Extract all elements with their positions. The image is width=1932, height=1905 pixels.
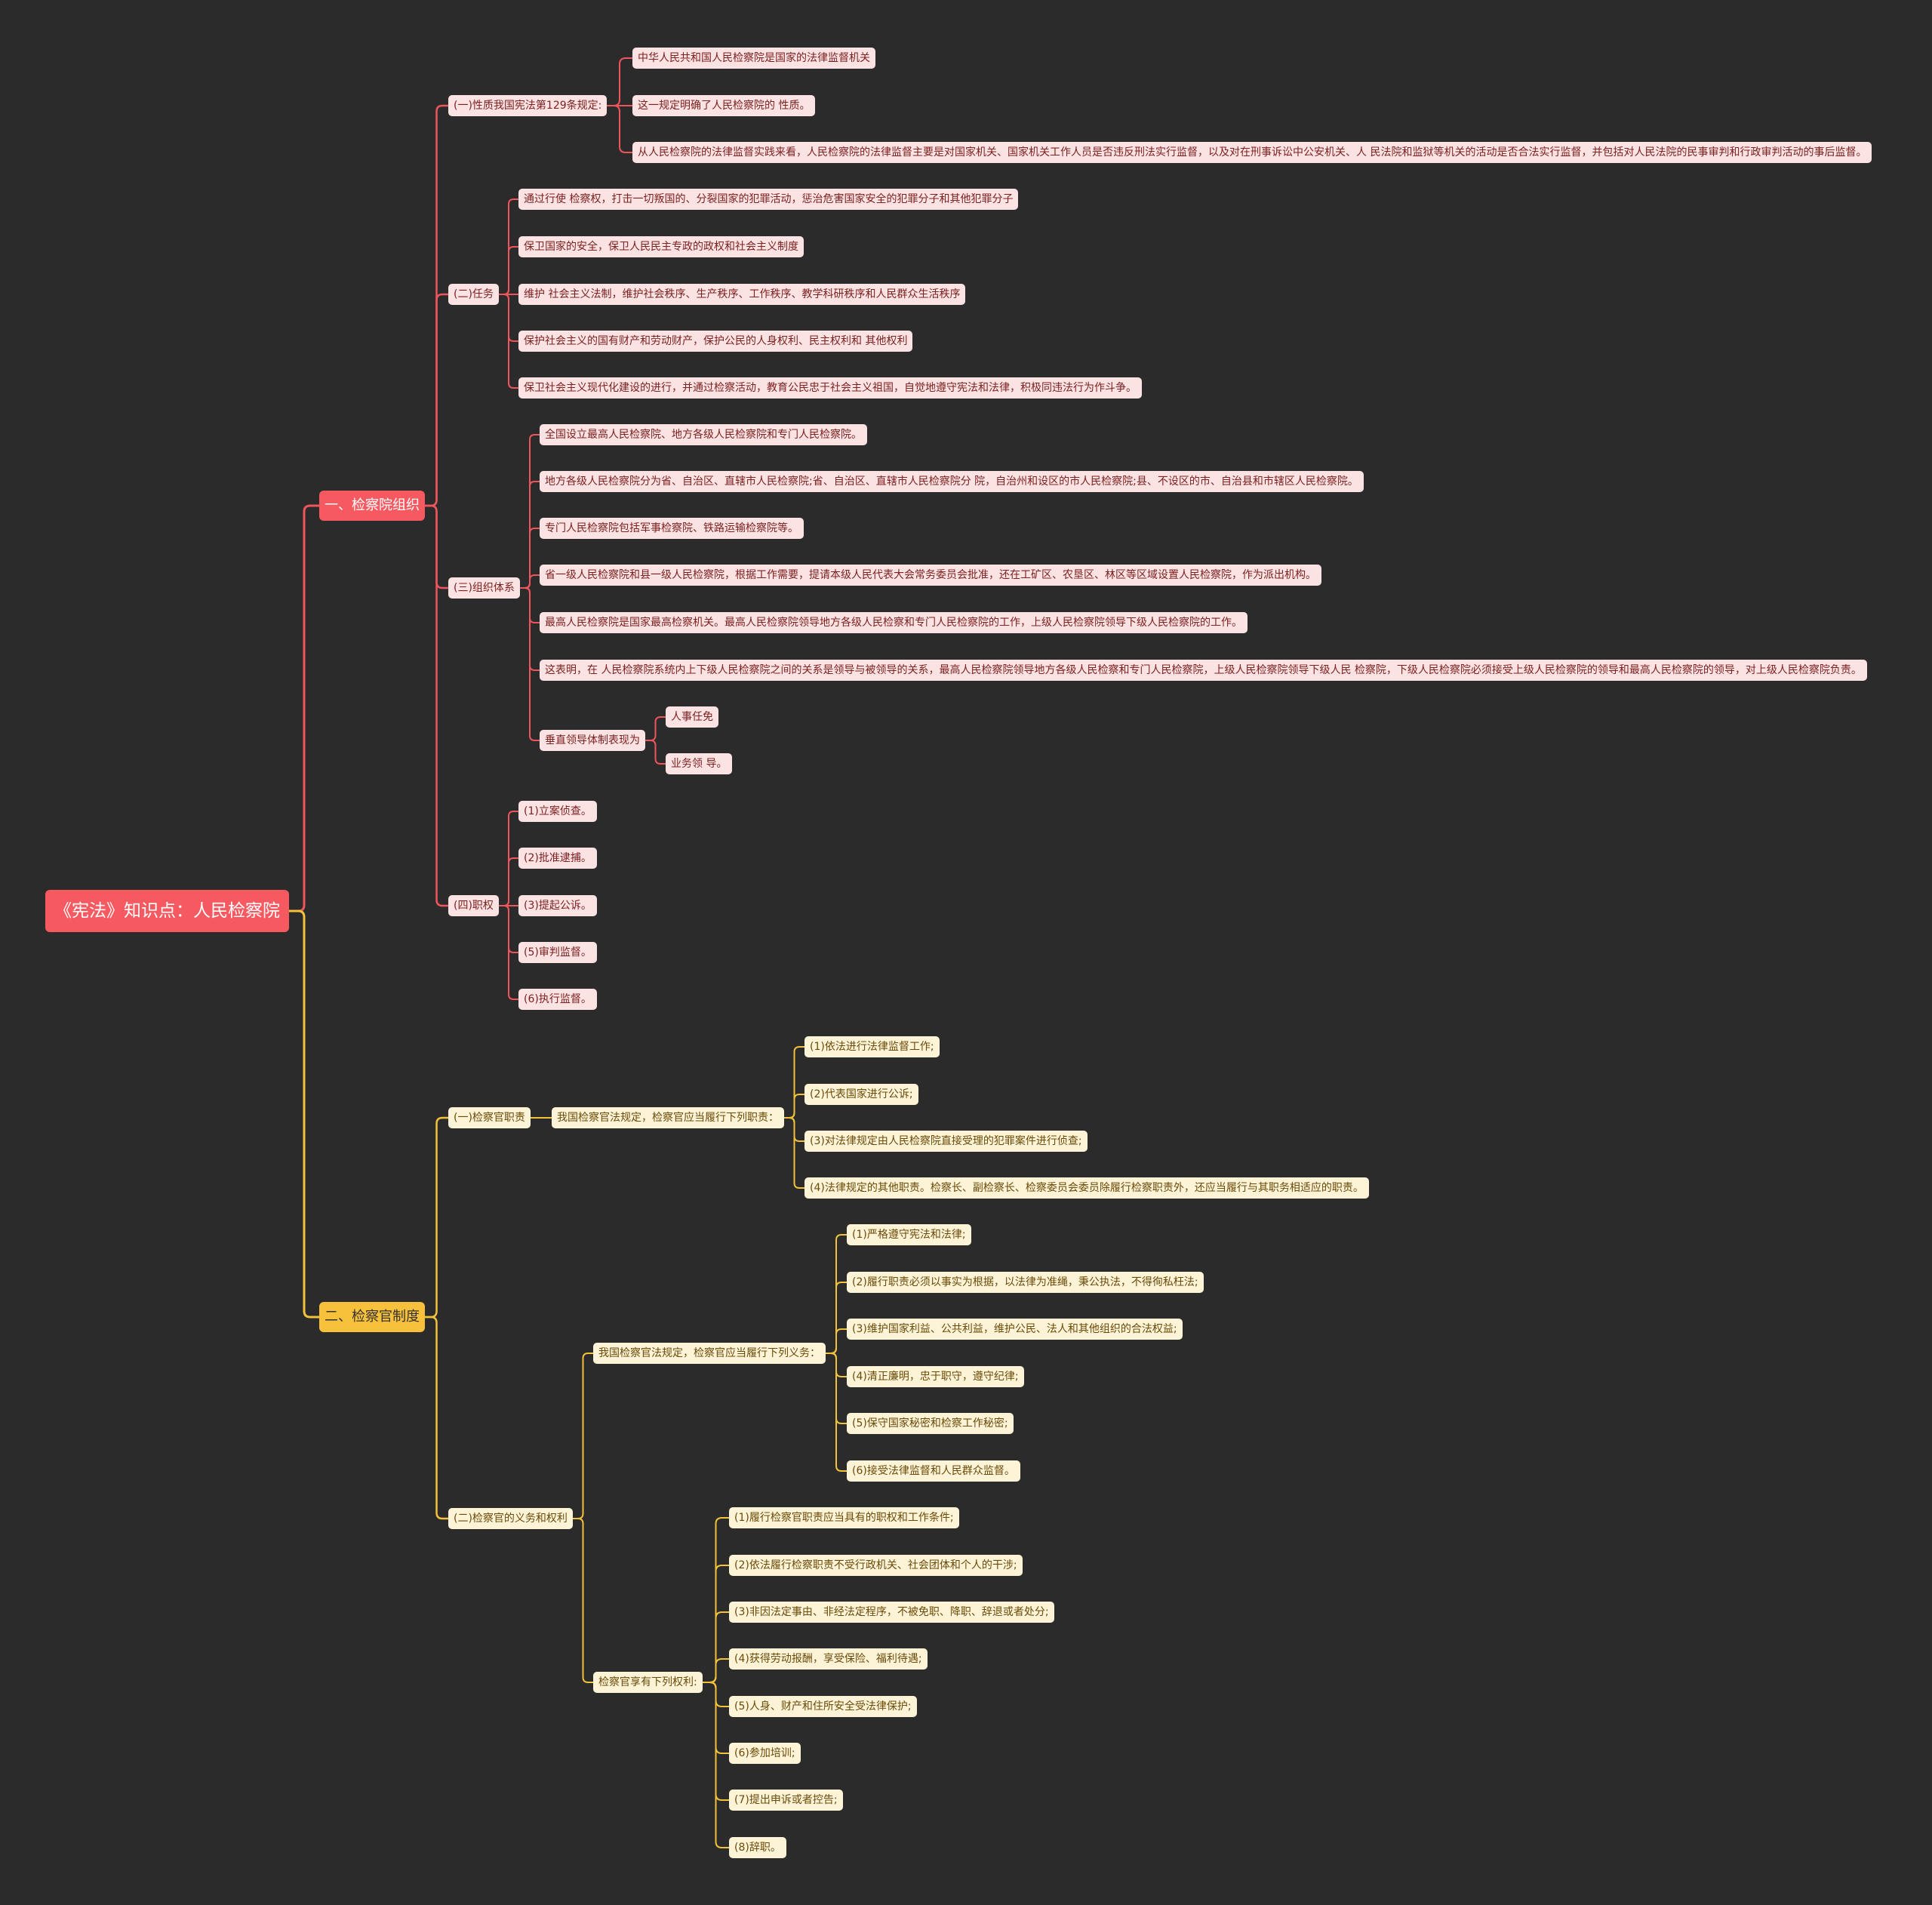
nature-item[interactable]: 这一规定明确了人民检察院的 性质。 <box>632 95 816 116</box>
connector-line <box>703 1682 729 1848</box>
obligations-statement[interactable]: 我国检察官法规定，检察官应当履行下列义务： <box>593 1343 826 1364</box>
task-item[interactable]: 保卫国家的安全，保卫人民民主专政的政权和社会主义制度 <box>518 236 804 257</box>
connector-line <box>607 57 632 106</box>
connector-line <box>703 1658 729 1683</box>
section-nature[interactable]: (一)性质我国宪法第129条规定: <box>448 95 608 116</box>
power-item[interactable]: (1)立案侦查。 <box>518 801 597 822</box>
vertical-item[interactable]: 业务领 导。 <box>666 753 733 774</box>
rights-statement[interactable]: 检察官享有下列权利: <box>593 1672 703 1693</box>
section-organization-system[interactable]: (三)组织体系 <box>448 577 520 599</box>
connector-line <box>425 293 448 507</box>
connector-line <box>826 1353 847 1472</box>
power-item[interactable]: (3)提起公诉。 <box>518 895 597 916</box>
power-item[interactable]: (5)审判监督。 <box>518 942 597 963</box>
duties-statement[interactable]: 我国检察官法规定，检察官应当履行下列职责： <box>552 1107 784 1128</box>
task-item[interactable]: 保护社会主义的国有财产和劳动财产，保护公民的人身权利、民主权利和 其他权利 <box>518 331 913 352</box>
org-item[interactable]: 全国设立最高人民检察院、地方各级人民检察院和专门人民检察院。 <box>540 424 867 445</box>
connector-line <box>499 905 518 1000</box>
org-item[interactable]: 这表明，在 人民检察院系统内上下级人民检察院之间的关系是领导与被领导的关系，最高… <box>540 660 1867 681</box>
branch-procuratorate-organization[interactable]: 一、检察院组织 <box>319 491 425 521</box>
connector-line <box>425 504 448 907</box>
power-item[interactable]: (2)批准逮捕。 <box>518 848 597 869</box>
right-item[interactable]: (7)提出申诉或者控告; <box>729 1790 843 1811</box>
section-obligations-and-rights[interactable]: (二)检察官的义务和权利 <box>448 1508 573 1529</box>
right-item[interactable]: (6)参加培训; <box>729 1743 801 1764</box>
section-powers[interactable]: (四)职权 <box>448 895 499 916</box>
connector-line <box>499 857 518 906</box>
obligation-item[interactable]: (2)履行职责必须以事实为根据，以法律为准绳，秉公执法，不得徇私枉法; <box>847 1272 1204 1293</box>
vertical-leadership[interactable]: 垂直领导体制表现为 <box>540 730 645 751</box>
branch-prosecutor-system[interactable]: 二、检察官制度 <box>319 1302 425 1332</box>
vertical-item[interactable]: 人事任免 <box>666 706 718 728</box>
org-item[interactable]: 省一级人民检察院和县一级人民检察院，根据工作需要，提请本级人民代表大会常务委员会… <box>540 565 1321 586</box>
connector-line <box>289 909 319 1319</box>
root-topic[interactable]: 《宪法》知识点：人民检察院 <box>45 890 289 932</box>
connector-line <box>784 1094 804 1119</box>
connector-line <box>499 246 518 295</box>
right-item[interactable]: (8)辞职。 <box>729 1837 786 1858</box>
connector-line <box>573 1353 593 1519</box>
task-item[interactable]: 维护 社会主义法制，维护社会秩序、生产秩序、工作秩序、教学科研秩序和人民群众生活… <box>518 284 966 305</box>
task-item[interactable]: 保卫社会主义现代化建设的进行，并通过检察活动，教育公民忠于社会主义祖国，自觉地遵… <box>518 377 1142 399</box>
right-item[interactable]: (3)非因法定事由、非经法定程序，不被免职、降职、辞退或者处分; <box>729 1602 1054 1623</box>
right-item[interactable]: (5)人身、财产和住所安全受法律保护; <box>729 1696 917 1717</box>
obligation-item[interactable]: (5)保守国家秘密和检察工作秘密; <box>847 1413 1014 1434</box>
nature-item[interactable]: 中华人民共和国人民检察院是国家的法律监督机关 <box>632 48 875 69</box>
connector-line <box>425 1316 448 1520</box>
obligation-item[interactable]: (1)严格遵守宪法和法律; <box>847 1224 971 1245</box>
connector-line <box>784 1117 804 1189</box>
right-item[interactable]: (4)获得劳动报酬，享受保险、福利待遇; <box>729 1648 928 1670</box>
nature-item[interactable]: 从人民检察院的法律监督实践来看，人民检察院的法律监督主要是对国家机关、国家机关工… <box>632 142 1872 163</box>
duty-item[interactable]: (4)法律规定的其他职责。检察长、副检察长、检察委员会委员除履行检察职责外，还应… <box>804 1177 1369 1199</box>
duty-item[interactable]: (3)对法律规定由人民检察院直接受理的犯罪案件进行侦查; <box>804 1131 1088 1152</box>
obligation-item[interactable]: (3)维护国家利益、公共利益，维护公民、法人和其他组织的合法权益; <box>847 1319 1183 1340</box>
section-prosecutor-duties[interactable]: (一)检察官职责 <box>448 1107 531 1128</box>
obligation-item[interactable]: (4)清正廉明，忠于职守，遵守纪律; <box>847 1366 1024 1387</box>
connector-line <box>645 716 666 741</box>
power-item[interactable]: (6)执行监督。 <box>518 989 597 1010</box>
org-item[interactable]: 专门人民检察院包括军事检察院、铁路运输检察院等。 <box>540 518 804 539</box>
connector-line <box>499 294 518 389</box>
connector-line <box>425 1116 448 1319</box>
obligation-item[interactable]: (6)接受法律监督和人民群众监督。 <box>847 1460 1020 1482</box>
connector-line <box>573 1518 593 1683</box>
section-tasks[interactable]: (二)任务 <box>448 284 499 305</box>
task-item[interactable]: 通过行使 检察权，打击一切叛国的、分裂国家的犯罪活动，惩治危害国家安全的犯罪分子… <box>518 189 1019 210</box>
connector-line <box>520 574 540 589</box>
connector-line <box>607 105 632 153</box>
connector-line <box>520 587 540 741</box>
duty-item[interactable]: (1)依法进行法律监督工作; <box>804 1036 940 1057</box>
org-item[interactable]: 地方各级人民检察院分为省、自治区、直辖市人民检察院;省、自治区、直辖市人民检察院… <box>540 471 1364 492</box>
org-item[interactable]: 最高人民检察院是国家最高检察机关。最高人民检察院领导地方各级人民检察和专门人民检… <box>540 612 1247 633</box>
connector-line <box>826 1328 847 1354</box>
right-item[interactable]: (1)履行检察官职责应当具有的职权和工作条件; <box>729 1507 959 1528</box>
connector-line <box>645 740 666 765</box>
duty-item[interactable]: (2)代表国家进行公诉; <box>804 1084 918 1105</box>
right-item[interactable]: (2)依法履行检察职责不受行政机关、社会团体和个人的干涉; <box>729 1555 1023 1576</box>
connector-line <box>289 504 319 912</box>
